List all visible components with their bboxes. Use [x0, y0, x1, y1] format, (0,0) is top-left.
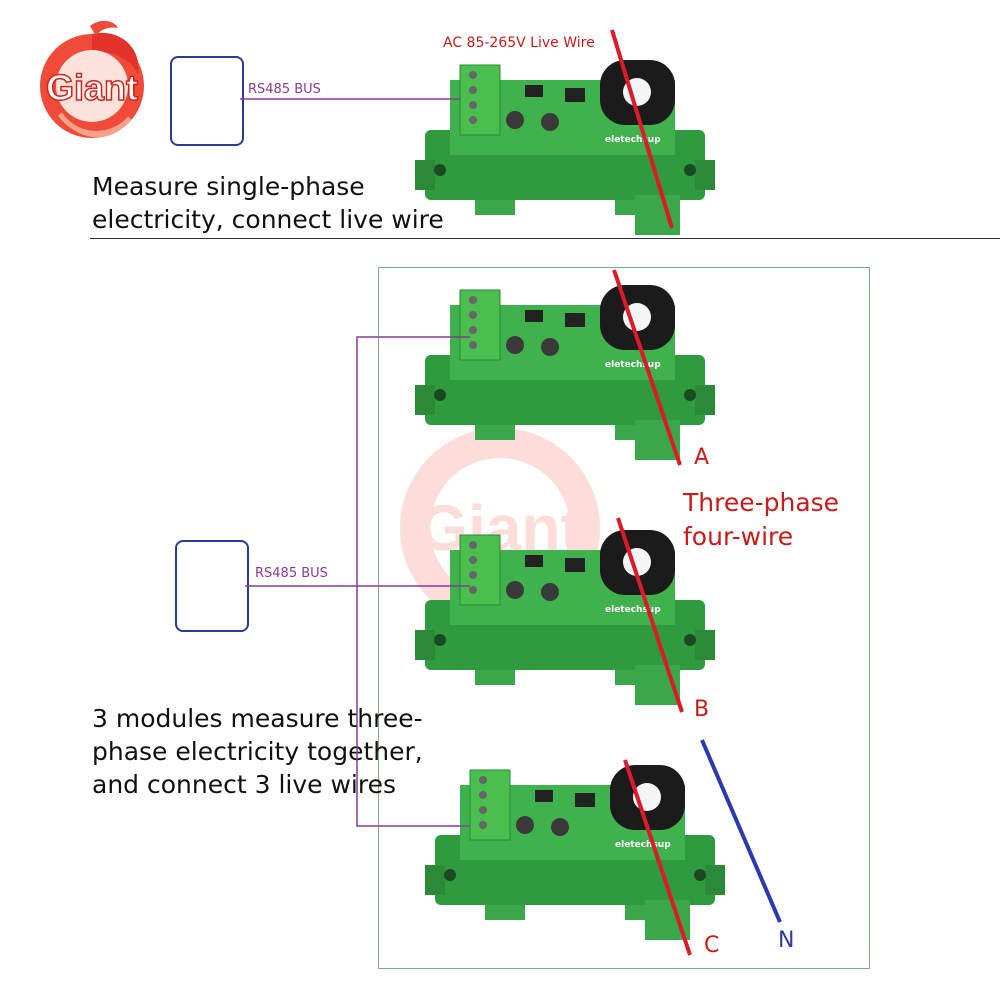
- three-phase-controller-box: [175, 540, 249, 632]
- single-phase-controller-box: [170, 56, 244, 146]
- single-phase-live-wire: [610, 29, 674, 229]
- three-phase-title: Three-phase four-wire: [683, 488, 840, 551]
- three-phase-bus-label: RS485 BUS: [255, 566, 328, 581]
- single-phase-caption: Measure single-phase electricity, connec…: [92, 172, 444, 234]
- module-single-phase: [414, 59, 716, 236]
- live-wire-c: [623, 759, 692, 956]
- live-wire-b: [616, 517, 684, 713]
- phase-label-a: A: [694, 445, 710, 470]
- live-wire-label: AC 85-265V Live Wire: [443, 35, 595, 51]
- three-phase-frame: [378, 267, 870, 969]
- giant-logo-icon: Giant: [40, 20, 144, 138]
- three-phase-caption: 3 modules measure three- phase electrici…: [92, 704, 423, 799]
- logo-text: Giant: [46, 67, 138, 108]
- three-phase-bus-trunk: [356, 336, 470, 827]
- neutral-label: N: [778, 928, 795, 953]
- single-phase-bus-label: RS485 BUS: [248, 82, 321, 97]
- neutral-wire: [700, 739, 782, 923]
- live-wire-a: [612, 269, 682, 466]
- phase-label-c: C: [704, 933, 720, 958]
- module-phase-c: [424, 764, 726, 941]
- phase-label-b: B: [694, 697, 710, 722]
- section-divider: [90, 238, 1000, 239]
